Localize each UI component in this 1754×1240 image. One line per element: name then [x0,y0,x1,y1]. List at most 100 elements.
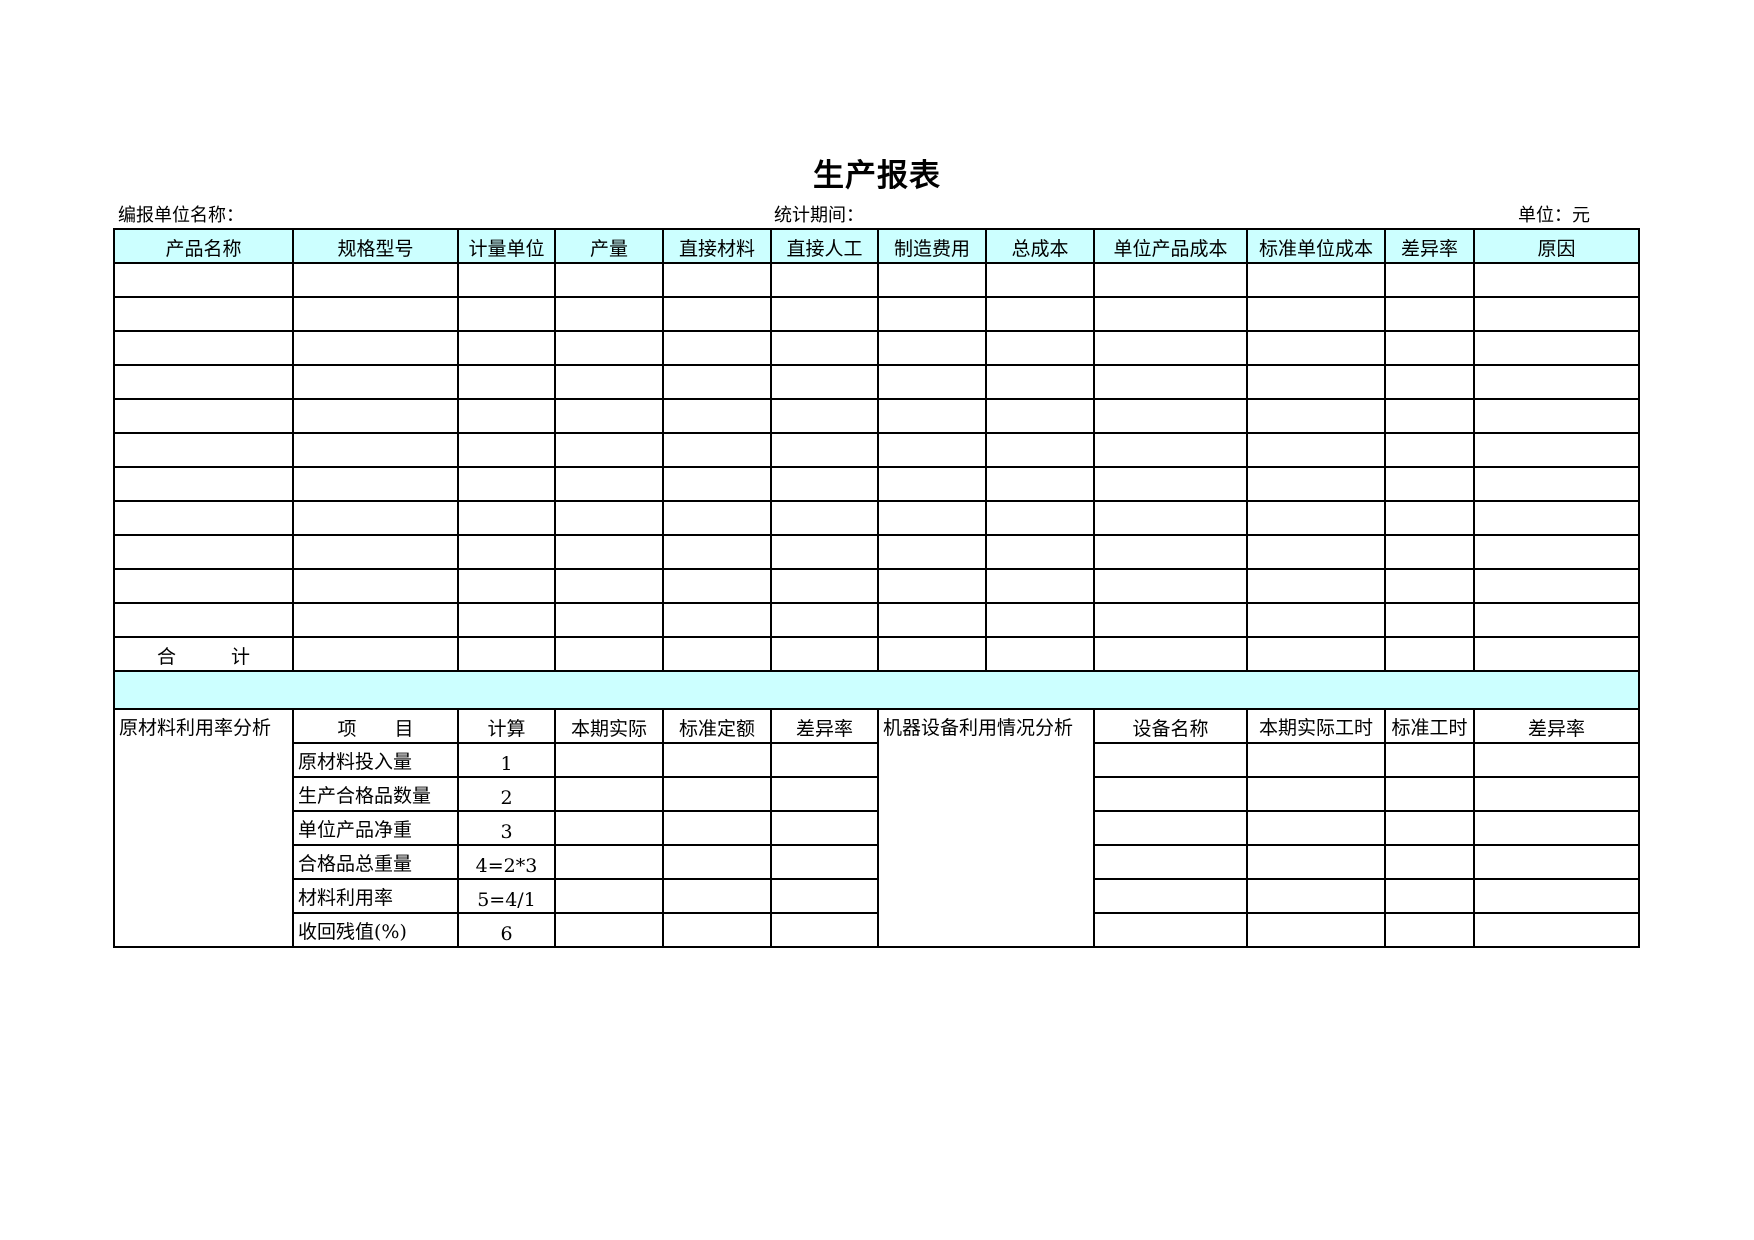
table-cell[interactable] [1246,810,1386,846]
table-cell[interactable] [1246,912,1386,948]
table-cell[interactable] [770,912,879,948]
table-cell[interactable] [292,602,459,638]
table-cell[interactable] [1246,568,1386,604]
table-cell[interactable] [770,534,879,570]
table-cell[interactable] [662,568,772,604]
table-cell[interactable] [1473,432,1640,468]
table-cell[interactable] [1246,296,1386,332]
table-cell[interactable] [1093,466,1248,502]
table-cell[interactable] [457,602,556,638]
table-cell[interactable] [1384,878,1475,914]
table-cell[interactable] [113,534,294,570]
table-cell[interactable] [457,466,556,502]
table-cell[interactable] [113,398,294,434]
table-cell[interactable] [1093,330,1248,366]
table-cell[interactable] [457,398,556,434]
table-cell[interactable] [770,262,879,298]
table-cell[interactable] [985,466,1095,502]
table-cell[interactable] [457,568,556,604]
table-cell[interactable] [1473,742,1640,778]
table-cell[interactable] [985,432,1095,468]
table-cell[interactable] [770,844,879,880]
table-cell[interactable] [662,466,772,502]
table-cell[interactable] [554,810,664,846]
table-cell[interactable] [113,466,294,502]
table-cell[interactable] [292,534,459,570]
table-cell[interactable] [554,878,664,914]
table-cell[interactable] [1384,500,1475,536]
table-cell[interactable] [1246,742,1386,778]
table-cell[interactable] [1246,466,1386,502]
table-cell[interactable] [554,500,664,536]
table-cell[interactable] [770,364,879,400]
table-cell[interactable] [877,262,987,298]
table-cell[interactable] [457,636,556,672]
table-cell[interactable] [1473,500,1640,536]
table-cell[interactable] [662,602,772,638]
table-cell[interactable] [554,466,664,502]
table-cell[interactable] [292,466,459,502]
table-cell[interactable] [770,776,879,812]
table-cell[interactable] [877,568,987,604]
table-cell[interactable] [1473,398,1640,434]
table-cell[interactable] [662,878,772,914]
table-cell[interactable] [877,500,987,536]
table-cell[interactable] [292,500,459,536]
table-cell[interactable] [877,534,987,570]
table-cell[interactable] [770,330,879,366]
table-cell[interactable] [113,364,294,400]
table-cell[interactable] [1246,636,1386,672]
table-cell[interactable] [662,364,772,400]
table-cell[interactable] [985,398,1095,434]
table-cell[interactable] [1384,636,1475,672]
table-cell[interactable] [985,568,1095,604]
table-cell[interactable] [1246,364,1386,400]
table-cell[interactable] [457,262,556,298]
table-cell[interactable] [1246,776,1386,812]
table-cell[interactable] [985,534,1095,570]
table-cell[interactable] [292,330,459,366]
table-cell[interactable] [1093,296,1248,332]
table-cell[interactable] [1384,262,1475,298]
table-cell[interactable] [1246,878,1386,914]
table-cell[interactable] [554,742,664,778]
table-cell[interactable] [554,330,664,366]
table-cell[interactable] [1473,810,1640,846]
table-cell[interactable] [1246,330,1386,366]
table-cell[interactable] [877,636,987,672]
table-cell[interactable] [877,296,987,332]
table-cell[interactable] [877,330,987,366]
table-cell[interactable] [554,568,664,604]
table-cell[interactable] [877,602,987,638]
table-cell[interactable] [1093,742,1248,778]
table-cell[interactable] [1093,602,1248,638]
table-cell[interactable] [877,466,987,502]
table-cell[interactable] [1246,844,1386,880]
table-cell[interactable] [662,776,772,812]
table-cell[interactable] [770,878,879,914]
table-cell[interactable] [554,432,664,468]
table-cell[interactable] [770,432,879,468]
table-cell[interactable] [1093,844,1248,880]
table-cell[interactable] [985,636,1095,672]
table-cell[interactable] [1093,500,1248,536]
table-cell[interactable] [877,398,987,434]
table-cell[interactable] [1246,432,1386,468]
table-cell[interactable] [1093,432,1248,468]
table-cell[interactable] [662,398,772,434]
table-cell[interactable] [1093,534,1248,570]
table-cell[interactable] [554,364,664,400]
table-cell[interactable] [1384,330,1475,366]
table-cell[interactable] [985,296,1095,332]
table-cell[interactable] [1384,844,1475,880]
table-cell[interactable] [113,602,294,638]
table-cell[interactable] [662,534,772,570]
table-cell[interactable] [1384,466,1475,502]
table-cell[interactable] [1093,912,1248,948]
table-cell[interactable] [1093,364,1248,400]
table-cell[interactable] [1473,912,1640,948]
table-cell[interactable] [113,330,294,366]
table-cell[interactable] [1473,534,1640,570]
table-cell[interactable] [1384,398,1475,434]
table-cell[interactable] [1384,810,1475,846]
